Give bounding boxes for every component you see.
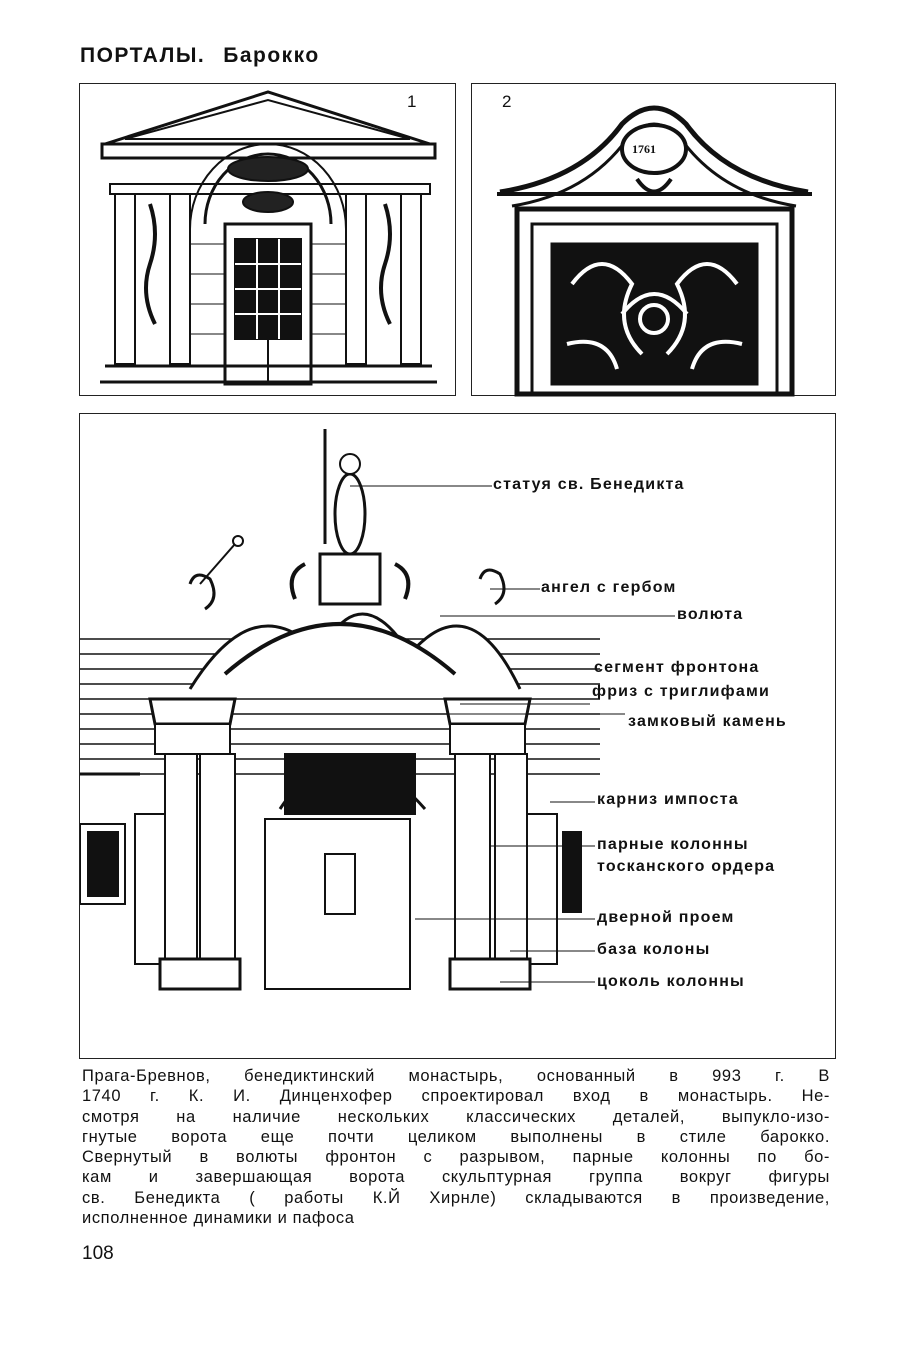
label-statue: статуя св. Бенедикта xyxy=(493,476,685,493)
label-column-base: база колоны xyxy=(597,941,711,958)
title-style: Барокко xyxy=(223,44,320,67)
label-tuscan-order: тосканского ордера xyxy=(597,858,776,875)
caption-line: гнутые ворота еще почти целиком выполнен… xyxy=(82,1127,830,1146)
figure-3-brevnov-gate: статуя св. Бенедикта ангел с гербом волю… xyxy=(79,413,836,1059)
caption-line: 1740 г. К. И. Динценхофер спроектировал … xyxy=(82,1087,830,1106)
page-number: 108 xyxy=(82,1243,114,1264)
label-doorway: дверной проем xyxy=(597,909,735,926)
label-keystone: замковый камень xyxy=(628,713,787,730)
label-paired-columns: парные колонны xyxy=(597,836,749,853)
page-title: ПОРТАЛЫ. Барокко xyxy=(80,44,338,68)
label-pediment-segment: сегмент фронтона xyxy=(594,659,760,676)
caption-line: Свернутый в волюты фронтон с разрывом, п… xyxy=(82,1148,830,1167)
label-angel: ангел с гербом xyxy=(541,579,677,596)
title-section: ПОРТАЛЫ. xyxy=(80,44,206,67)
figure-number-2: 2 xyxy=(502,92,512,111)
caption-line: Прага-Бревнов, бенедиктинский монастырь,… xyxy=(82,1067,830,1085)
caption-line: кам и завершающая ворота скульптурная гр… xyxy=(82,1168,830,1187)
figure-2-portal-detail: 2 1761 xyxy=(471,83,836,397)
caption-line: исполненное динамики и пафоса xyxy=(82,1209,355,1228)
figure-number-1: 1 xyxy=(407,92,417,111)
caption-line: смотря на наличие нескольких классически… xyxy=(82,1107,830,1126)
figure-1-portal: 1 xyxy=(79,83,456,396)
portal-drawing-2 xyxy=(497,105,812,397)
portal-drawing-1 xyxy=(100,90,437,386)
caption-line: св. Бенедикта ( работы К.Й Хирнле) склад… xyxy=(82,1188,830,1207)
gate-drawing xyxy=(80,429,600,991)
label-leader-lines xyxy=(340,485,675,983)
label-column-plinth: цоколь колонны xyxy=(597,973,745,990)
label-volute: волюта xyxy=(677,606,744,623)
label-frieze: фриз с триглифами xyxy=(592,683,771,700)
cartouche-date: 1761 xyxy=(632,142,656,156)
label-impost-cornice: карниз импоста xyxy=(597,791,739,808)
figure-caption: Прага-Бревнов, бенедиктинский монастырь,… xyxy=(82,1066,830,1228)
